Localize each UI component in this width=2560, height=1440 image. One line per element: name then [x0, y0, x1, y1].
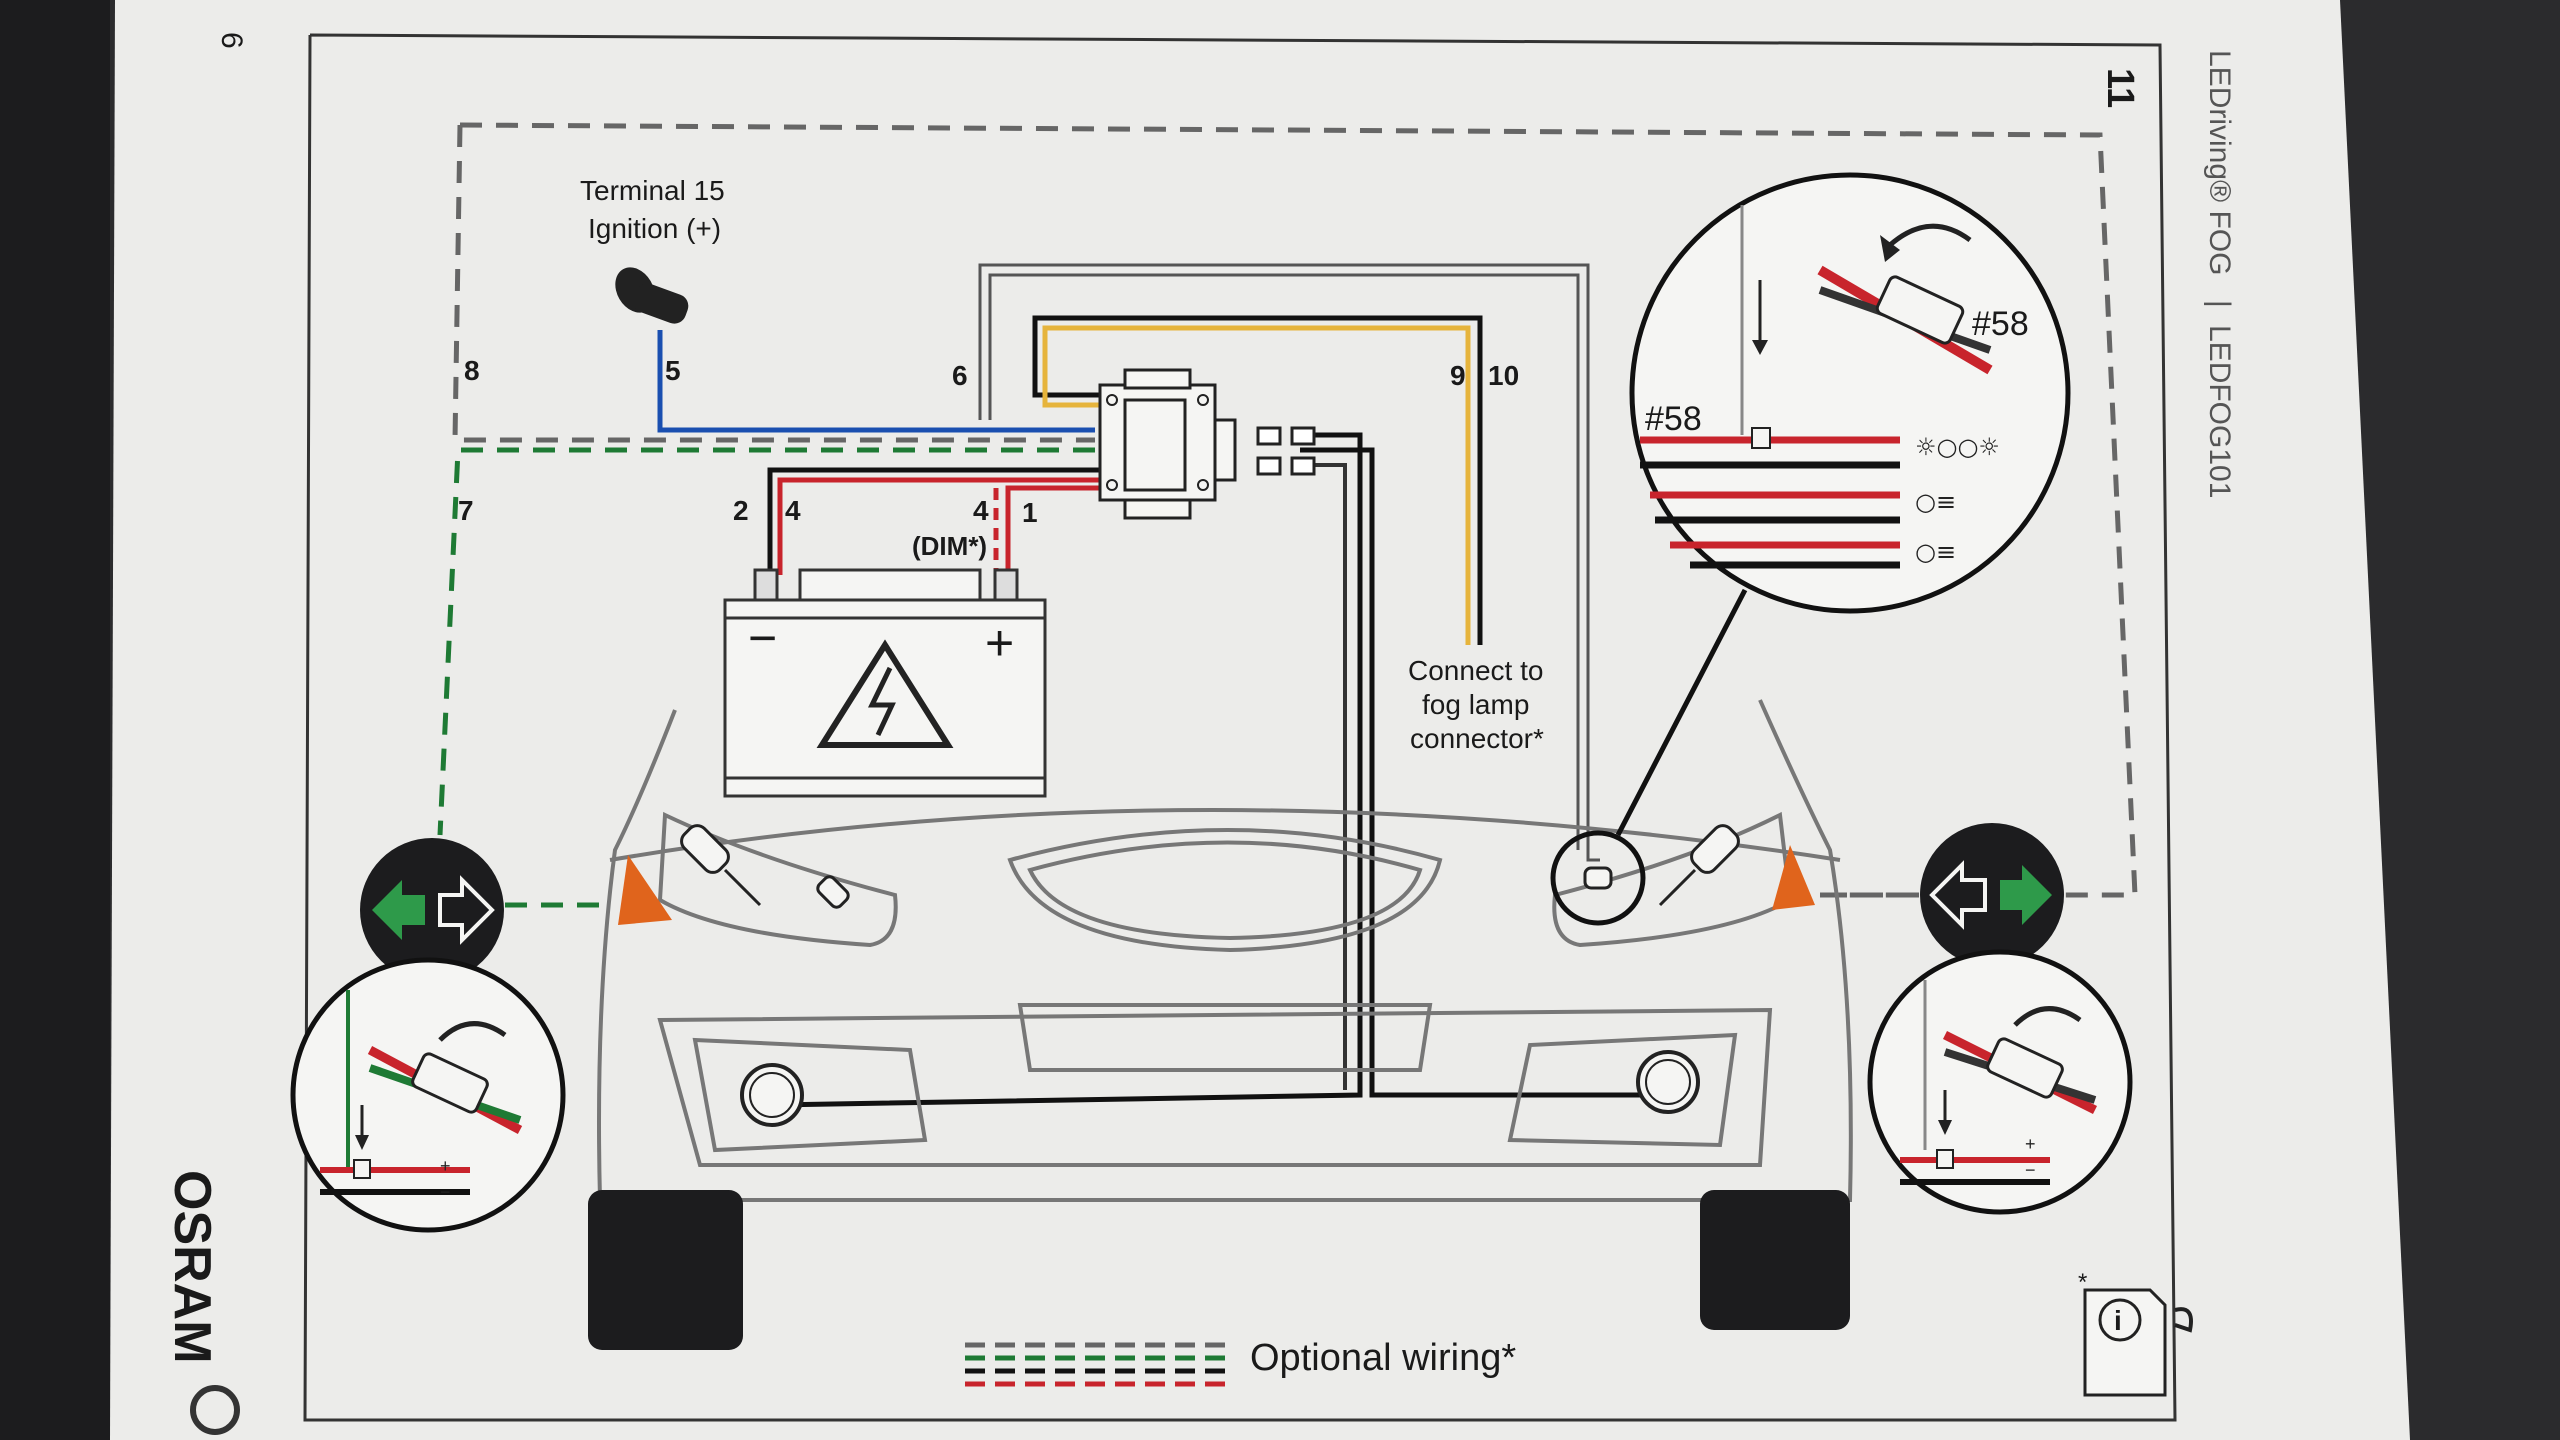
svg-text:+: + — [2025, 1134, 2036, 1154]
svg-text:○≡: ○≡ — [1915, 488, 1956, 516]
wire-label-4-dim: 4 — [973, 495, 989, 526]
wire-label-5: 5 — [665, 355, 681, 386]
dim-label: (DIM*) — [912, 531, 987, 561]
product-name: LEDriving® FOG — [2203, 50, 2236, 275]
left-tire — [588, 1190, 743, 1350]
wire-9-black — [1032, 315, 1483, 645]
connect-label-line-2: fog lamp — [1422, 689, 1529, 720]
legend-label: Optional wiring* — [1250, 1337, 1516, 1379]
right-indicator-lamp — [1772, 845, 1815, 910]
svg-text:−: − — [2025, 1160, 2036, 1180]
svg-text:+: + — [440, 1156, 451, 1176]
parking-light-tap-detail: ☼○○☼ ○≡ ○≡ — [1629, 172, 2071, 614]
left-headlamp-bulb-icon — [680, 824, 762, 907]
left-shadow — [0, 0, 110, 1440]
legend-swatch — [965, 1342, 1230, 1387]
terminal-15-label: Terminal 15 — [580, 175, 725, 206]
right-page-number: 11 — [2099, 68, 2141, 108]
right-headlamp-bulb-icon — [1658, 824, 1740, 907]
wire-label-10: 10 — [1488, 360, 1519, 391]
battery-minus-label: − — [748, 610, 777, 666]
brand-logo-icon — [190, 1385, 240, 1435]
wire-2-black — [767, 467, 1100, 575]
wire-label-9: 9 — [1450, 360, 1466, 391]
connect-label-line-3: connector* — [1410, 723, 1544, 754]
right-arrow-outline — [438, 875, 495, 945]
tap-label-58-left: #58 — [1645, 400, 1702, 438]
car-illustration — [597, 699, 1853, 1202]
wire-label-7: 7 — [458, 495, 474, 526]
svg-text:☼○○☼: ☼○○☼ — [1915, 433, 2000, 461]
info-document-icon — [2083, 1288, 2193, 1397]
info-asterisk: * — [2078, 1269, 2087, 1296]
right-tire — [1700, 1190, 1850, 1330]
brand-logo-text: OSRAM — [163, 1170, 221, 1364]
control-module — [1098, 368, 1316, 520]
right-parking-bulb-icon — [1583, 866, 1613, 890]
left-page-number: 6 — [215, 32, 248, 49]
right-indicator-tap-detail: + − — [1867, 949, 2133, 1215]
left-turn-indicator-icon — [360, 838, 504, 982]
left-arrow-outline — [1929, 860, 1987, 930]
right-arrow-green — [2000, 865, 2052, 925]
optional-wire-8 — [452, 124, 1095, 443]
ignition-label: Ignition (+) — [588, 213, 721, 244]
tap-label-58-top: #58 — [1972, 305, 2029, 343]
wire-6 — [978, 263, 1600, 862]
wire-label-2: 2 — [733, 495, 749, 526]
left-indicator-tap-detail: + − — [290, 957, 566, 1233]
wire-1-red — [1005, 485, 1100, 575]
wire-6-outer — [988, 273, 1580, 850]
svg-text:○≡: ○≡ — [1915, 538, 1956, 566]
wire-5-blue — [657, 330, 1095, 433]
wire-label-1: 1 — [1022, 497, 1038, 528]
left-arrow-green — [372, 880, 425, 940]
output-wire-left-lamp — [774, 432, 1363, 1108]
svg-text:−: − — [440, 1182, 451, 1202]
wire-4-red — [777, 477, 1100, 575]
right-turn-indicator-icon — [1920, 823, 2064, 967]
callout-line — [1615, 588, 1748, 837]
left-indicator-lamp — [618, 855, 672, 925]
page-frame — [303, 33, 2177, 1422]
battery — [723, 568, 1047, 798]
connect-label-line-1: Connect to — [1408, 655, 1543, 686]
left-parking-bulb-icon — [816, 875, 850, 909]
info-icon-letter: i — [2114, 1305, 2122, 1336]
wire-label-4-battery: 4 — [785, 495, 801, 526]
parking-light-highlight — [1550, 830, 1646, 926]
wire-label-6: 6 — [952, 360, 968, 391]
model-number: LEDFOG101 — [2203, 325, 2236, 498]
wire-label-8: 8 — [464, 355, 480, 386]
side-divider: | — [2203, 300, 2236, 308]
wire-10-yellow — [1042, 325, 1471, 645]
ignition-key-icon — [615, 267, 689, 324]
battery-plus-label: + — [985, 615, 1014, 671]
